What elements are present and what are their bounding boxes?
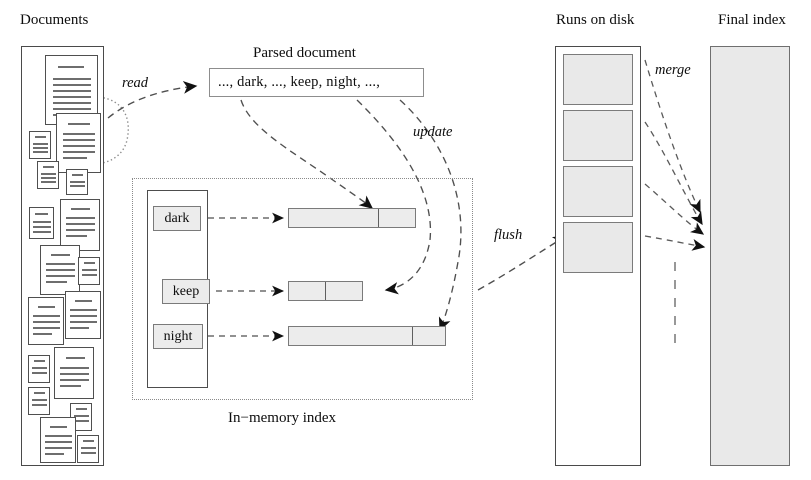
final-index-column	[710, 46, 790, 466]
document-icon	[40, 417, 76, 463]
term-label: dark	[164, 210, 190, 226]
document-icon	[77, 435, 99, 463]
run-box	[563, 222, 633, 273]
merge-arrows	[644, 59, 706, 251]
parsed-document-tokens: ..., dark, ..., keep, night, ...,	[218, 74, 381, 90]
document-icon	[29, 207, 54, 239]
update-arrows	[240, 99, 462, 332]
parsed-document-box: ..., dark, ..., keep, night, ...,	[209, 68, 424, 97]
documents-column	[21, 46, 104, 466]
posting-connectors	[208, 212, 285, 342]
edge-label-flush: flush	[494, 227, 523, 243]
document-icon	[40, 245, 80, 295]
posting-list-night	[288, 326, 446, 346]
in-memory-index-boundary	[132, 178, 473, 400]
posting-list-dark	[288, 208, 416, 228]
edge-label-update: update	[413, 124, 453, 140]
document-icon	[28, 297, 64, 345]
posting-tail-segment	[378, 209, 397, 227]
document-icon	[65, 291, 101, 339]
posting-tail-segment	[325, 282, 344, 300]
read-arrow	[107, 80, 198, 119]
document-icon	[78, 257, 100, 285]
heading-runs-on-disk: Runs on disk	[556, 12, 635, 28]
heading-parsed-document: Parsed document	[253, 45, 356, 61]
term-box-night: night	[153, 324, 203, 349]
edge-label-read: read	[122, 75, 149, 91]
run-box	[563, 166, 633, 217]
document-icon	[56, 113, 101, 173]
heading-documents: Documents	[20, 12, 89, 28]
run-box	[563, 110, 633, 161]
document-icon	[54, 347, 94, 399]
run-box	[563, 54, 633, 105]
edge-label-merge: merge	[655, 62, 691, 78]
posting-tail-segment	[412, 327, 429, 345]
document-icon	[28, 387, 50, 415]
posting-list-keep	[288, 281, 363, 301]
document-icon	[66, 169, 88, 195]
term-label: keep	[172, 283, 200, 299]
heading-in-memory-index: In−memory index	[228, 410, 337, 426]
document-icon	[28, 355, 50, 383]
flush-arrow	[477, 235, 568, 291]
heading-final-index: Final index	[718, 12, 786, 28]
document-icon	[29, 131, 51, 159]
term-box-dark: dark	[153, 206, 201, 231]
runs-on-disk-column	[555, 46, 641, 466]
document-icon	[60, 199, 100, 251]
document-icon	[37, 161, 59, 189]
term-label: night	[163, 328, 193, 344]
term-box-keep: keep	[162, 279, 210, 304]
